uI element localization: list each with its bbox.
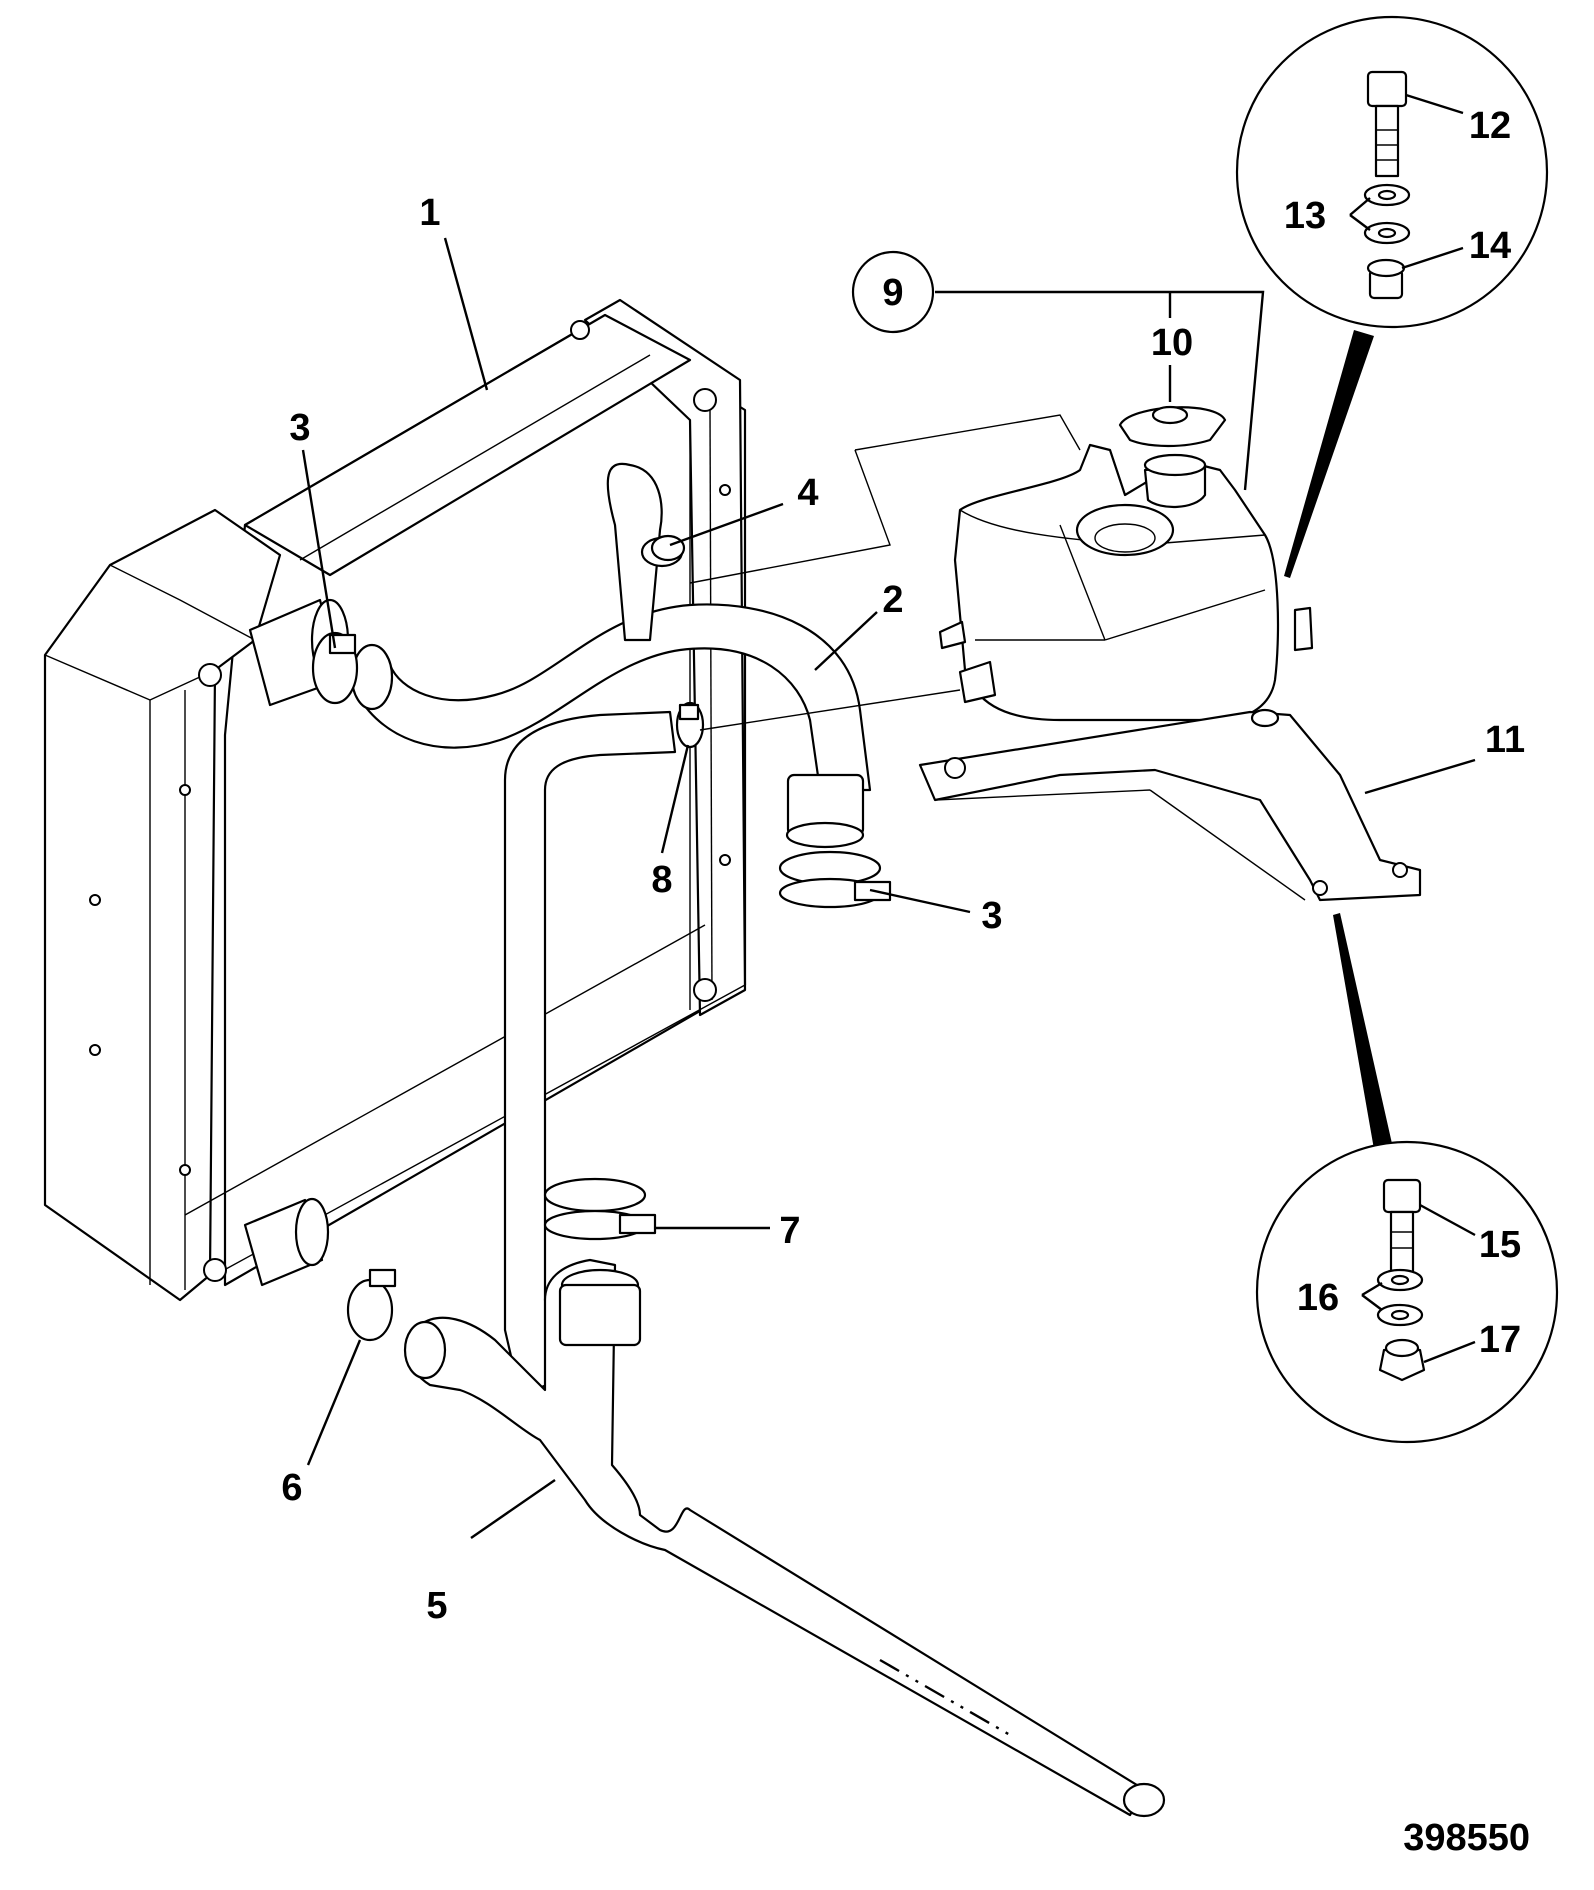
callout-6: 6 (281, 1467, 302, 1509)
callout-16: 16 (1297, 1277, 1339, 1319)
mounting-bracket (918, 708, 1422, 902)
callout-1: 1 (419, 192, 440, 234)
callout-9: 9 (882, 272, 903, 314)
hose-clamp-4 (650, 534, 686, 562)
callout-11: 11 (1485, 719, 1525, 761)
callout-4: 4 (797, 472, 818, 514)
callout-5: 5 (426, 1585, 447, 1627)
detail-circle-fasteners-15-17 (1255, 913, 1559, 1444)
callout-9-circle (851, 250, 935, 334)
hose-clamp-6 (346, 1268, 397, 1342)
callout-13: 13 (1284, 195, 1326, 237)
callout-15: 15 (1479, 1224, 1521, 1266)
hose-clamp-3-upper (311, 631, 359, 705)
detail-circle-fasteners-12-14 (1235, 15, 1549, 578)
expansion-tank (938, 443, 1314, 722)
callout-3-upper: 3 (289, 407, 310, 449)
callout-17: 17 (1479, 1319, 1521, 1361)
hose-clamp-7 (543, 1177, 657, 1241)
callout-10: 10 (1151, 322, 1193, 364)
callout-8: 8 (651, 859, 672, 901)
callout-labels: 1 2 3 3 4 5 6 7 8 9 10 11 12 13 14 15 16… (281, 105, 1530, 1859)
bottom-hose (403, 710, 1166, 1818)
top-hose (350, 603, 872, 849)
radiator (43, 298, 747, 1302)
callout-12: 12 (1469, 105, 1511, 147)
hose-clamp-8 (675, 701, 705, 749)
leader-lines (301, 93, 1476, 1539)
figure-reference-number: 398550 (1403, 1817, 1530, 1859)
callout-2: 2 (882, 579, 903, 621)
callout-14: 14 (1469, 225, 1511, 267)
callout-7: 7 (779, 1210, 800, 1252)
hose-clamp-3-lower (778, 850, 892, 909)
callout-3-lower: 3 (981, 895, 1002, 937)
filler-cap (1118, 405, 1227, 448)
